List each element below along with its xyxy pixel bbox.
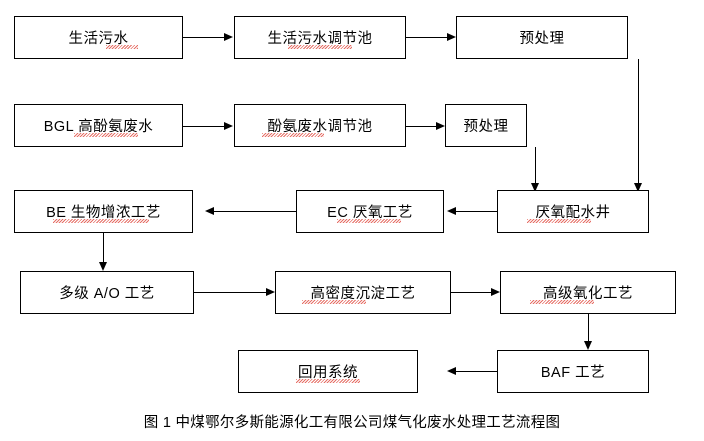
- node-label: 预处理: [519, 31, 565, 47]
- arrowhead: [436, 122, 445, 130]
- node-reuse-system: 回用系统: [238, 350, 418, 393]
- node-label: BE 生物增浓工艺: [46, 205, 161, 221]
- connector-ec-to-be: [214, 211, 296, 212]
- connector-well-to-ec: [456, 211, 497, 212]
- node-be-bio-enrichment: BE 生物增浓工艺: [14, 190, 193, 233]
- node-label: 生活污水: [68, 31, 129, 47]
- spellcheck-underline: [296, 379, 360, 383]
- connector-pretreatment2-down: [535, 147, 536, 188]
- node-label: 预处理: [463, 119, 509, 135]
- node-label: 酚氨废水调节池: [267, 119, 373, 135]
- node-label: 回用系统: [298, 365, 358, 381]
- arrowhead: [447, 33, 456, 41]
- node-domestic-sewage: 生活污水: [14, 16, 183, 59]
- arrowhead: [447, 367, 456, 375]
- arrowhead: [491, 288, 500, 296]
- spellcheck-underline: [288, 45, 352, 49]
- connector-pretreatment1-down: [638, 59, 639, 188]
- connector-domestic-to-regulating: [183, 37, 228, 38]
- spellcheck-underline: [106, 45, 138, 49]
- spellcheck-underline: [337, 219, 401, 223]
- connector-phenol-regulating-to-pretreatment2: [406, 126, 440, 127]
- arrowhead: [634, 183, 642, 192]
- figure-caption: 图 1 中煤鄂尔多斯能源化工有限公司煤气化废水处理工艺流程图: [143, 415, 561, 431]
- node-label: BAF 工艺: [540, 365, 606, 381]
- node-label: EC 厌氧工艺: [327, 205, 413, 221]
- node-label: BGL 高酚氨废水: [43, 119, 154, 135]
- connector-ao-to-settling: [194, 292, 270, 293]
- node-label: 多级 A/O 工艺: [59, 286, 155, 302]
- node-label: 生活污水调节池: [267, 31, 373, 47]
- arrowhead: [224, 33, 233, 41]
- arrowhead: [447, 207, 456, 215]
- connector-oxidation-down: [588, 314, 589, 346]
- spellcheck-underline: [53, 219, 149, 223]
- node-multistage-ao: 多级 A/O 工艺: [20, 271, 194, 314]
- arrowhead: [99, 262, 107, 271]
- node-baf: BAF 工艺: [497, 350, 649, 393]
- node-label: 高密度沉淀工艺: [310, 286, 416, 302]
- connector-be-down: [103, 233, 104, 267]
- connector-bgl-to-phenol-regulating: [183, 126, 228, 127]
- arrowhead: [205, 207, 214, 215]
- node-anaerobic-well: 厌氧配水井: [497, 190, 649, 233]
- connector-baf-to-reuse: [456, 371, 497, 372]
- node-phenol-regulating: 酚氨废水调节池: [234, 104, 406, 147]
- node-advanced-oxidation: 高级氧化工艺: [500, 271, 676, 314]
- spellcheck-underline: [527, 219, 591, 223]
- arrowhead: [224, 122, 233, 130]
- arrowhead: [584, 341, 592, 350]
- spellcheck-underline: [74, 133, 138, 137]
- arrowhead: [266, 288, 275, 296]
- node-label: 厌氧配水井: [535, 205, 611, 221]
- node-pretreatment-1: 预处理: [456, 16, 628, 59]
- spellcheck-underline: [302, 300, 366, 304]
- connector-regulating-to-pretreatment1: [406, 37, 451, 38]
- connector-settling-to-oxidation: [451, 292, 495, 293]
- node-pretreatment-2: 预处理: [445, 104, 527, 147]
- arrowhead: [531, 183, 539, 192]
- node-label: 高级氧化工艺: [543, 286, 633, 302]
- node-bgl-phenol-ammonia: BGL 高酚氨废水: [14, 104, 183, 147]
- node-high-density-settling: 高密度沉淀工艺: [275, 271, 451, 314]
- spellcheck-underline: [262, 133, 324, 137]
- spellcheck-underline: [530, 300, 594, 304]
- node-ec-anaerobic: EC 厌氧工艺: [296, 190, 444, 233]
- node-domestic-regulating: 生活污水调节池: [234, 16, 406, 59]
